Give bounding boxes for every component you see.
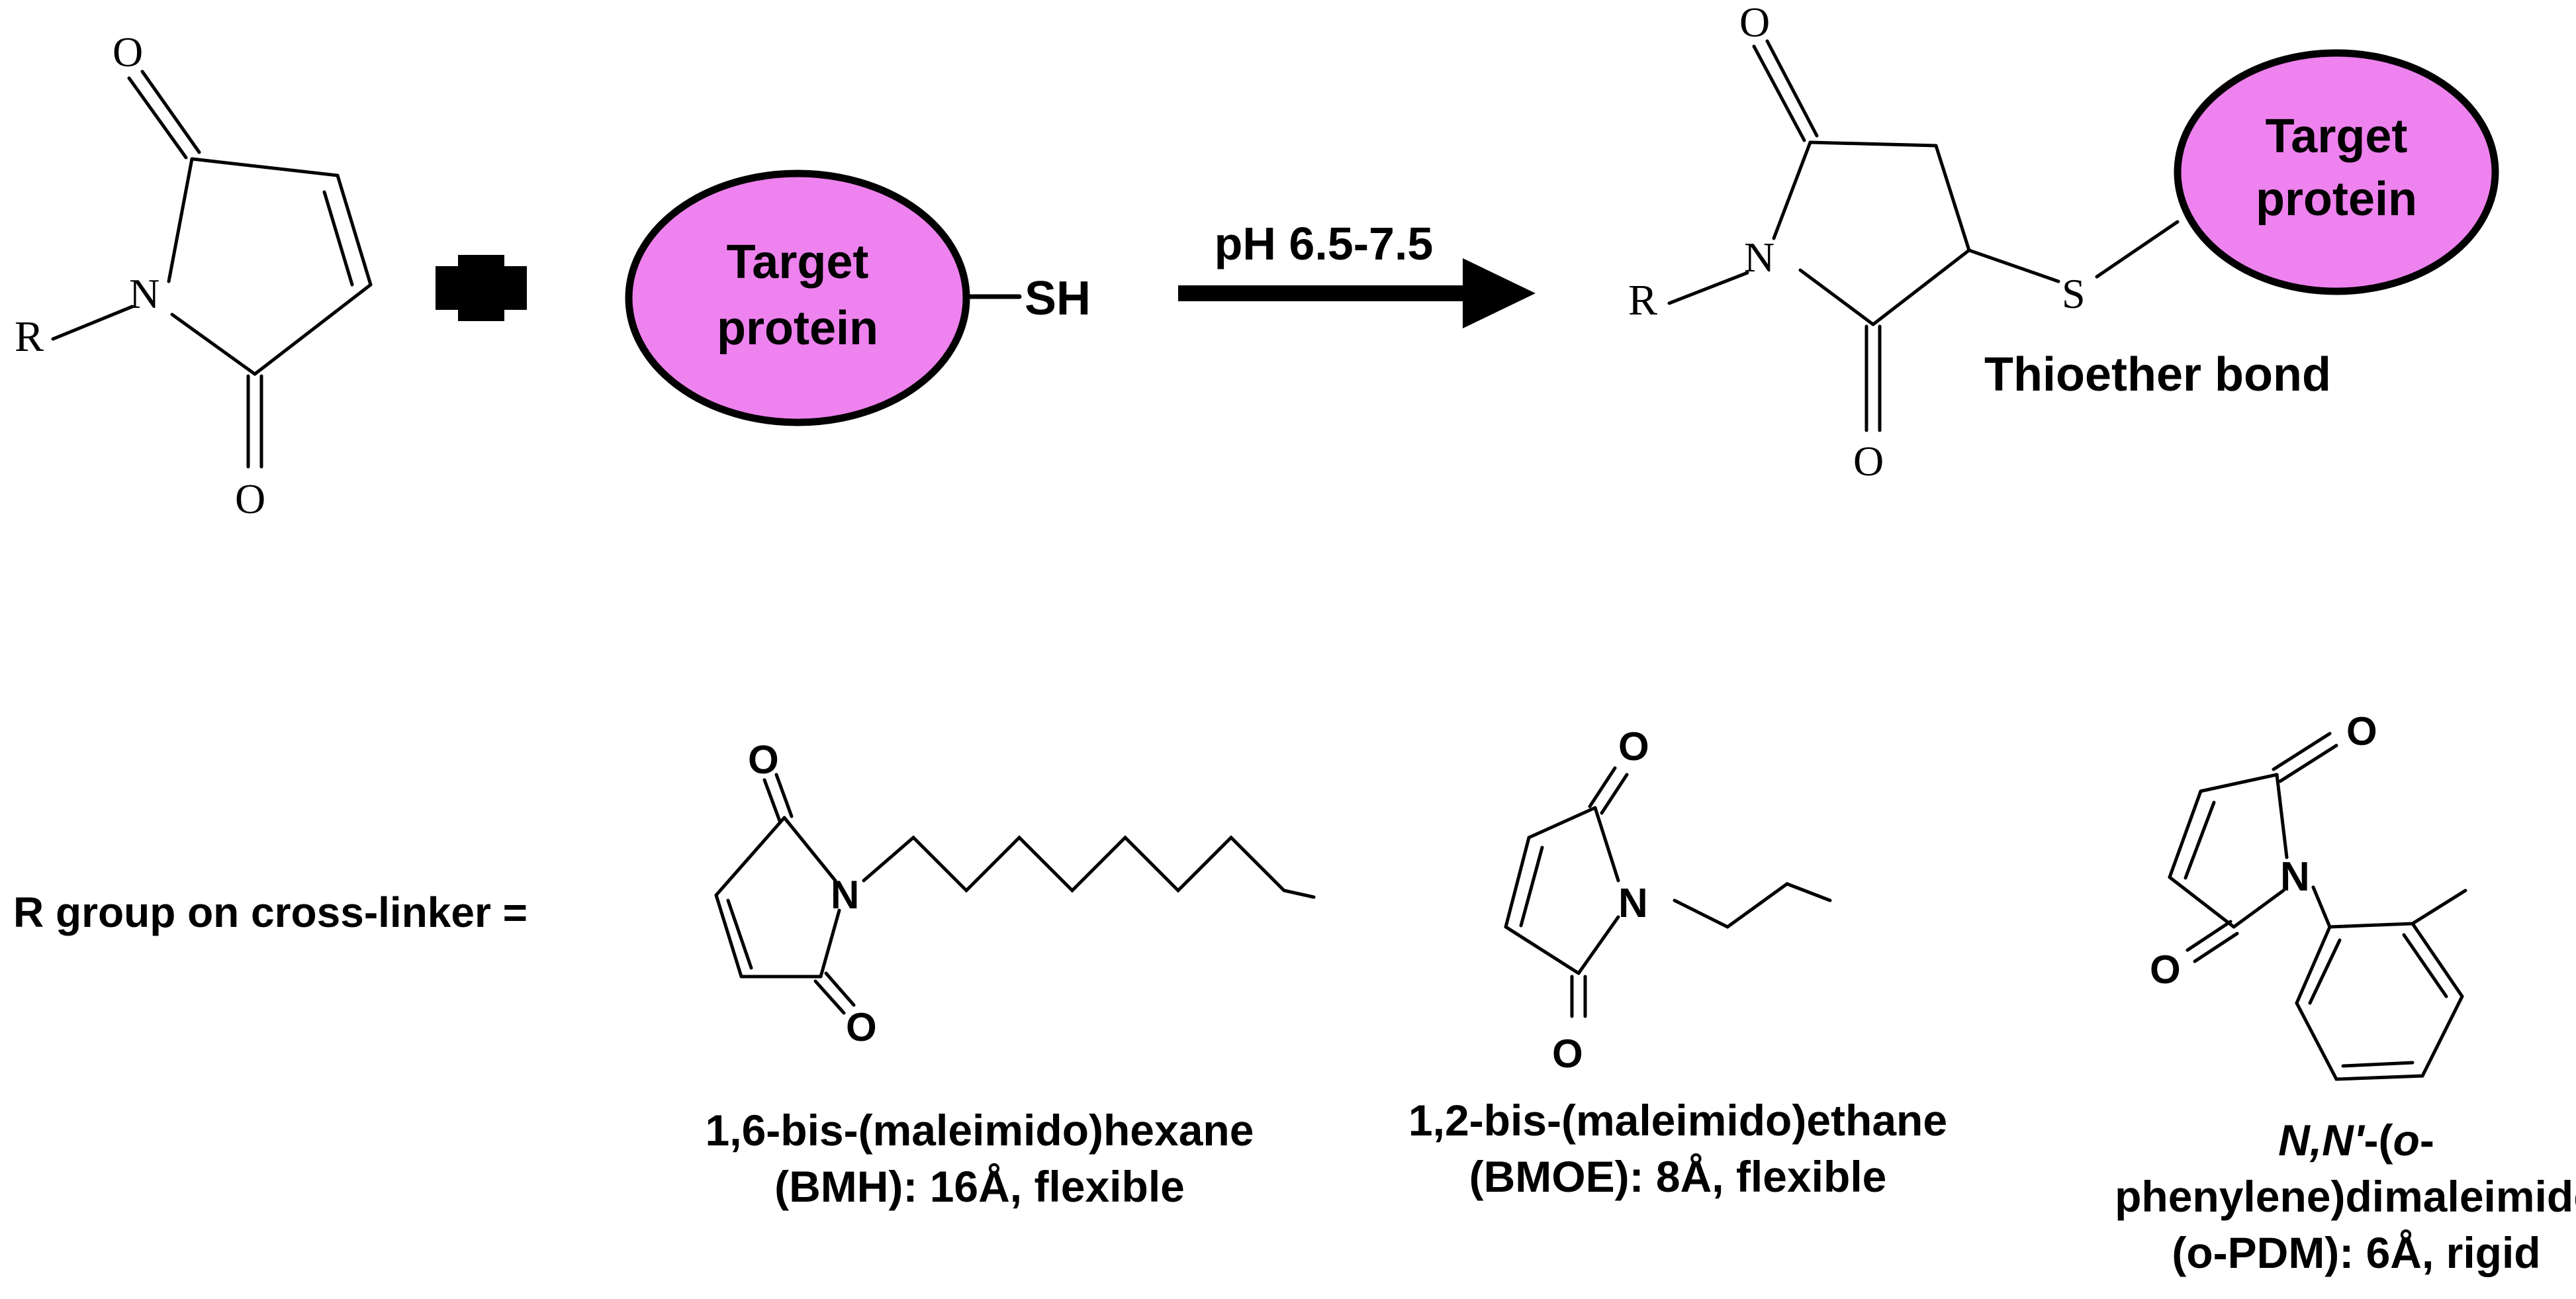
bmoe-name-line2: (BMOE): 8Å, flexible: [1469, 1152, 1887, 1201]
ring-double-bond: [1504, 836, 1531, 929]
aromatic-inner-bond: [2341, 1061, 2415, 1068]
aromatic-inner-bond: [2308, 938, 2342, 1005]
ring-bond: [2232, 889, 2285, 929]
oxygen-atom: O: [1853, 438, 1884, 485]
ethyl-chain: [1673, 882, 1832, 929]
ring-double-bond: [714, 893, 743, 979]
plus-icon: [436, 255, 527, 321]
oxygen-atom: O: [113, 28, 143, 75]
protein-label-line1: Target: [727, 236, 869, 289]
r-group-atom: R: [1628, 276, 1657, 324]
opdm-structure: O N O: [2150, 709, 2467, 1081]
methyl-bond: [2411, 889, 2467, 926]
maleimide-reactant: O N O R: [15, 28, 373, 522]
oxygen-atom: O: [846, 1005, 877, 1049]
thioether-bond-label: Thioether bond: [1984, 348, 2331, 401]
oxygen-atom: O: [2150, 947, 2181, 992]
ring-bond: [190, 157, 340, 177]
c-s-bond: [1967, 248, 2060, 283]
reaction-arrow: pH 6.5-7.5: [1178, 218, 1536, 328]
arrow-head-icon: [1463, 258, 1536, 328]
ring-bond: [1527, 806, 1597, 840]
ring-bond: [2168, 875, 2236, 929]
carbonyl-bond: [824, 971, 856, 1007]
protein-label-line1: Target: [2266, 110, 2408, 163]
opdm-name-line1: N,N'-(o-: [2278, 1116, 2434, 1165]
carbonyl-bond: [2272, 732, 2332, 771]
carbonyl-bond: [774, 773, 794, 818]
ring-double-bond-inner: [322, 190, 354, 287]
oxygen-atom: O: [1618, 724, 1649, 769]
r-bond: [51, 305, 134, 341]
r-group-lead-label: R group on cross-linker =: [13, 889, 528, 936]
ring-bond: [170, 313, 257, 376]
protein-label-line2: protein: [2256, 173, 2417, 226]
ring-bond: [1504, 925, 1581, 975]
ring-bond: [1577, 915, 1620, 975]
carbonyl-bond: [1752, 44, 1806, 142]
oxygen-atom: O: [1739, 0, 1770, 46]
nitrogen-atom: N: [2280, 854, 2310, 900]
protein-ellipse: [2174, 49, 2499, 295]
ring-bond: [2199, 773, 2279, 793]
carbonyl-bond: [140, 70, 201, 154]
ring-bond: [782, 816, 837, 883]
protein-label-line2: protein: [717, 302, 878, 355]
protein-ellipse: [625, 169, 970, 426]
oxygen-atom: O: [235, 475, 265, 522]
aromatic-inner-bond: [2402, 933, 2448, 998]
carbonyl-bond: [2278, 744, 2338, 783]
nitrogen-atom: N: [1618, 881, 1648, 926]
ring-bond: [1934, 144, 1971, 252]
ring-bond: [819, 908, 841, 979]
carbonyl-bond: [1765, 39, 1819, 138]
oxygen-atom: O: [748, 738, 779, 782]
s-protein-bond: [2095, 220, 2180, 279]
ring-double-bond-inner: [726, 898, 753, 970]
nitrogen-atom: N: [831, 873, 859, 917]
nitrogen-atom: N: [129, 270, 160, 317]
r-bond: [1667, 271, 1749, 305]
ring-bond: [1808, 140, 1938, 148]
carbonyl-bond: [1588, 766, 1617, 808]
ring-double-bond-inner: [2184, 800, 2216, 880]
bmoe-name-line1: 1,2-bis-(maleimido)ethane: [1408, 1096, 1947, 1145]
carbonyl-bond: [813, 979, 846, 1015]
nitrogen-atom: N: [1744, 234, 1774, 281]
ring-bond: [2275, 773, 2289, 859]
carbonyl-bond: [2193, 932, 2239, 963]
carbonyl-bond: [762, 778, 782, 823]
n-aryl-bond: [2311, 885, 2332, 929]
ring-bond: [1772, 140, 1812, 240]
carbonyl-bond: [2185, 920, 2232, 952]
ring-bond: [253, 283, 373, 376]
sulfur-atom: S: [2062, 270, 2086, 317]
ring-bond: [714, 816, 786, 897]
ring-double-bond: [336, 173, 373, 287]
opdm-name-line2: phenylene)dimaleimide: [2115, 1172, 2576, 1221]
oxygen-atom: O: [2346, 709, 2377, 753]
ring-bond: [1871, 248, 1971, 326]
target-protein-reactant: Target protein SH: [625, 169, 1091, 426]
oxygen-atom: O: [1552, 1032, 1583, 1076]
r-group-atom: R: [15, 313, 44, 361]
hexyl-chain: [862, 835, 1316, 899]
ring-double-bond-inner: [1519, 845, 1544, 928]
bmh-structure: O N O: [714, 738, 1316, 1049]
reaction-condition: pH 6.5-7.5: [1215, 218, 1434, 269]
opdm-name-line3: (o-PDM): 6Å, rigid: [2172, 1228, 2540, 1277]
ring-double-bond: [2168, 789, 2203, 879]
ring-bond: [167, 157, 194, 283]
thioether-product: O N O R S Target protein Thioether bond: [1628, 0, 2499, 485]
carbonyl-bond: [1600, 773, 1629, 815]
bmh-name-line2: (BMH): 16Å, flexible: [774, 1162, 1185, 1211]
ring-bond: [1798, 268, 1875, 326]
carbonyl-bond: [127, 76, 188, 160]
benzene-ring: [2295, 922, 2464, 1081]
bmh-name-line1: 1,6-bis-(maleimido)hexane: [706, 1106, 1254, 1155]
bmoe-structure: O N O: [1504, 724, 1832, 1076]
thiol-group-label: SH: [1025, 272, 1091, 325]
ring-bond: [1593, 806, 1620, 883]
